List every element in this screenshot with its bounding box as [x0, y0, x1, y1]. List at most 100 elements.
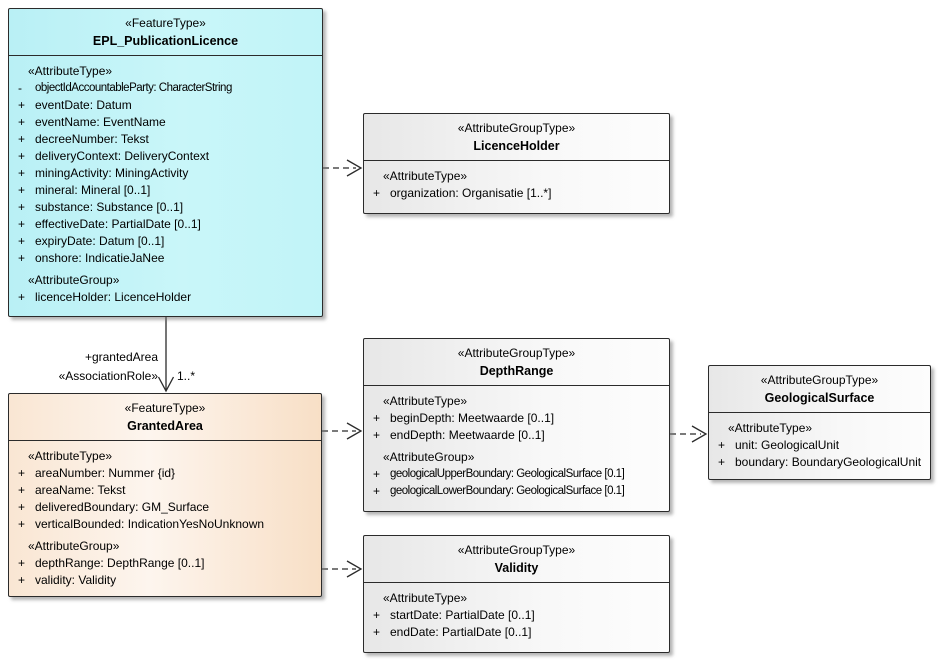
class-licenceholder[interactable]: «AttributeGroupType» LicenceHolder «Attr…	[363, 113, 670, 214]
class-attributes-compartment: «AttributeType»+startDate: PartialDate […	[364, 582, 669, 652]
visibility-marker: +	[18, 149, 26, 163]
class-attributes-compartment: «AttributeType»+organization: Organisati…	[364, 160, 669, 213]
attribute-row: +eventDate: Datum	[9, 97, 320, 114]
class-validity[interactable]: «AttributeGroupType» Validity «Attribute…	[363, 535, 670, 653]
visibility-marker: +	[18, 466, 26, 480]
visibility-marker: +	[18, 251, 26, 265]
attribute-text: deliveredBoundary: GM_Surface	[35, 500, 210, 514]
attribute-text: areaName: Tekst	[35, 483, 126, 497]
attribute-text: startDate: PartialDate [0..1]	[390, 608, 535, 622]
attribute-row: + expiryDate: Datum [0..1]	[9, 233, 320, 250]
attribute-row: + boundary: BoundaryGeologicalUnit	[709, 454, 928, 471]
class-name: GrantedArea	[127, 419, 203, 433]
dependency-grantedarea-validity	[322, 560, 363, 578]
visibility-marker: -	[18, 81, 22, 95]
section-stereotype: «AttributeType»	[28, 64, 113, 78]
attribute-text: licenceHolder: LicenceHolder	[35, 290, 192, 304]
class-stereotype: «AttributeGroupType»	[457, 346, 576, 360]
class-depthrange[interactable]: «AttributeGroupType» DepthRange «Attribu…	[363, 338, 670, 512]
attribute-row: + depthRange: DepthRange [0..1]	[9, 555, 319, 572]
attribute-row: + endDepth: Meetwaarde [0..1]	[364, 427, 667, 444]
visibility-marker: +	[373, 428, 381, 442]
visibility-marker: +	[18, 183, 26, 197]
visibility-marker: +	[18, 556, 26, 570]
class-stereotype: «FeatureType»	[125, 16, 206, 30]
class-stereotype: «AttributeGroupType»	[760, 373, 879, 387]
attribute-row: + endDate: PartialDate [0..1]	[364, 624, 667, 641]
attribute-text: validity: Validity	[35, 573, 117, 587]
visibility-marker: +	[373, 484, 381, 498]
attribute-text: substance: Substance [0..1]	[35, 200, 184, 214]
class-header: «FeatureType» GrantedArea	[9, 394, 321, 434]
visibility-marker: +	[18, 517, 26, 531]
visibility-marker: +	[18, 115, 26, 129]
class-header: «FeatureType» EPL_PublicationLicence	[9, 9, 322, 49]
visibility-marker: +	[18, 290, 26, 304]
dependency-grantedarea-depthrange	[322, 422, 363, 440]
attribute-row: + decreeNumber: Tekst	[9, 131, 320, 148]
dependency-epl-licenceholder	[323, 159, 363, 177]
attribute-text: effectiveDate: PartialDate [0..1]	[35, 217, 201, 231]
class-stereotype: «AttributeGroupType»	[457, 543, 576, 557]
dependency-depthrange-geologicalsurface	[670, 425, 708, 443]
section-stereotype: «AttributeType»	[28, 449, 113, 463]
class-attributes-compartment: «AttributeType»- objectIdAccountableParty…	[9, 55, 322, 316]
visibility-marker: +	[718, 438, 726, 452]
attribute-text: boundary: BoundaryGeologicalUnit	[735, 455, 922, 469]
attribute-text: decreeNumber: Tekst	[35, 132, 149, 146]
visibility-marker: +	[18, 132, 26, 146]
attribute-text: miningActivity: MiningActivity	[35, 166, 189, 180]
section-stereotype: «AttributeGroup»	[28, 539, 120, 553]
visibility-marker: +	[373, 467, 381, 481]
attribute-row: - objectIdAccountableParty: CharacterStri…	[9, 80, 320, 97]
attribute-text: unit: GeologicalUnit	[735, 438, 840, 452]
class-header: «AttributeGroupType» GeologicalSurface	[709, 366, 930, 406]
section-stereotype: «AttributeType»	[383, 591, 468, 605]
attribute-text: endDepth: Meetwaarde [0..1]	[390, 428, 545, 442]
class-stereotype: «AttributeGroupType»	[457, 121, 576, 135]
association-epl-grantedarea	[157, 317, 175, 393]
visibility-marker: +	[718, 455, 726, 469]
attribute-text: eventName: EventName	[35, 115, 166, 129]
attribute-row: +organization: Organisatie [1..*]	[364, 185, 667, 202]
attribute-row: + deliveredBoundary: GM_Surface	[9, 499, 319, 516]
visibility-marker: +	[18, 234, 26, 248]
class-attributes-compartment: «AttributeType»+areaNumber: Nummer {id}+…	[9, 440, 321, 596]
visibility-marker: +	[18, 217, 26, 231]
attribute-text: depthRange: DepthRange [0..1]	[35, 556, 205, 570]
attribute-row: + areaNumber: Nummer {id}	[9, 465, 319, 482]
association-stereotype-label: «AssociationRole»	[58, 369, 158, 383]
attribute-text: objectIdAccountableParty: CharacterStrin…	[35, 82, 232, 94]
visibility-marker: +	[373, 411, 381, 425]
attribute-row: +mineral: Mineral [0..1]	[9, 182, 320, 199]
attribute-text: areaNumber: Nummer {id}	[35, 466, 176, 480]
class-header: «AttributeGroupType» DepthRange	[364, 339, 669, 379]
attribute-row: + miningActivity: MiningActivity	[9, 165, 320, 182]
attribute-text: verticalBounded: IndicationYesNoUnknown	[35, 517, 265, 531]
class-attributes-compartment: «AttributeType»+unit: GeologicalUnit+bou…	[709, 412, 930, 479]
attribute-row: + geologicalUpperBoundary: GeologicalSurf…	[364, 466, 667, 483]
attribute-row: + licenceHolder: LicenceHolder	[9, 289, 320, 306]
class-name: Validity	[494, 561, 539, 575]
association-role-name-label: +grantedArea	[84, 350, 158, 364]
visibility-marker: +	[18, 200, 26, 214]
class-grantedarea[interactable]: «FeatureType» GrantedArea «AttributeType…	[8, 393, 322, 597]
class-geologicalsurface[interactable]: «AttributeGroupType» GeologicalSurface «…	[708, 365, 931, 480]
section-stereotype: «AttributeGroup»	[383, 450, 475, 464]
attribute-text: endDate: PartialDate [0..1]	[390, 625, 532, 639]
visibility-marker: +	[18, 166, 26, 180]
attribute-row: + substance: Substance [0..1]	[9, 199, 320, 216]
attribute-text: beginDepth: Meetwaarde [0..1]	[390, 411, 555, 425]
visibility-marker: +	[18, 500, 26, 514]
visibility-marker: +	[373, 608, 381, 622]
attribute-row: +geologicalLowerBoundary: GeologicalSurf…	[364, 483, 667, 500]
attribute-text: geologicalUpperBoundary: GeologicalSurfa…	[390, 468, 625, 480]
class-epl-publicationlicence[interactable]: «FeatureType» EPL_PublicationLicence «At…	[8, 8, 323, 317]
attribute-row: + beginDepth: Meetwaarde [0..1]	[364, 410, 667, 427]
visibility-marker: +	[373, 625, 381, 639]
attribute-row: + verticalBounded: IndicationYesNoUnknown	[9, 516, 319, 533]
visibility-marker: +	[373, 186, 381, 200]
visibility-marker: +	[18, 483, 26, 497]
attribute-row: +deliveryContext: DeliveryContext	[9, 148, 320, 165]
attribute-text: expiryDate: Datum [0..1]	[35, 234, 165, 248]
